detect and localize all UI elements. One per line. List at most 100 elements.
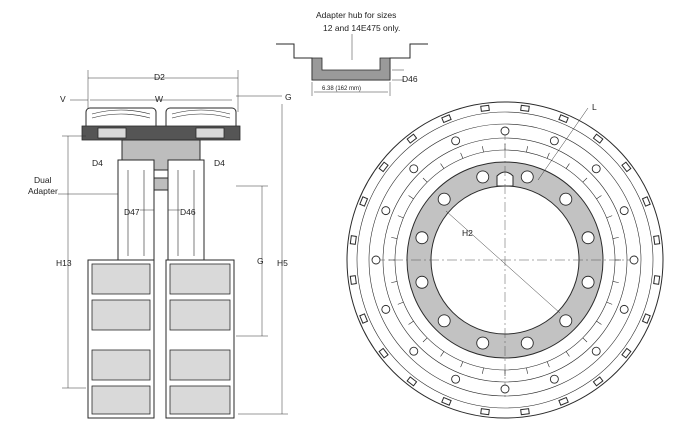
ring-tick	[546, 152, 550, 159]
rim-lug	[653, 275, 661, 285]
hub-dim-label: 6.38 (162 mm)	[322, 86, 361, 92]
ring-tick	[526, 367, 528, 374]
l-leader	[537, 107, 589, 181]
rim-inner-edge	[356, 111, 654, 409]
ring-tick	[440, 351, 445, 357]
dual-label-line2: Adapter	[28, 186, 58, 196]
ring-tick	[391, 281, 398, 283]
ring-tick	[422, 337, 428, 343]
rim-lug	[359, 196, 369, 207]
outer-bolt-hole	[500, 126, 510, 136]
rim-lug	[349, 235, 357, 245]
left-band-3	[91, 349, 151, 381]
hub-bolt-hole	[415, 275, 429, 289]
adapter-key	[153, 169, 169, 179]
d46-label: D46	[180, 207, 196, 217]
outer-bolt-hole	[629, 255, 639, 265]
right-band-3	[169, 349, 231, 381]
ring-tick	[460, 152, 464, 159]
rim-lug	[406, 376, 418, 387]
adapter-hub-detail: Adapter hub for sizes 12 and 14E475 only…	[276, 10, 428, 96]
ring-tick	[460, 361, 464, 368]
ring-tick	[546, 361, 550, 368]
ring-tick	[582, 337, 588, 343]
ring-tick	[606, 301, 613, 305]
ring-tick	[397, 215, 404, 219]
ring-tick	[482, 367, 484, 374]
outer-bolt-hole	[619, 206, 629, 216]
ring-tick	[596, 195, 602, 200]
left-band-4	[91, 385, 151, 415]
outer-bolt-hole	[451, 374, 461, 384]
hub-bolt-hole	[437, 314, 451, 328]
ring-tick	[440, 163, 445, 169]
hub-bolt-hole	[520, 170, 534, 184]
ring-tick	[565, 163, 570, 169]
right-band-2	[169, 299, 231, 331]
d47-label: D47	[124, 207, 140, 217]
h5-label: H5	[277, 258, 288, 268]
right-tube-waves	[171, 109, 231, 119]
outer-bolt-hole	[619, 304, 629, 314]
g-top-label: G	[285, 92, 292, 102]
ring-tick	[612, 237, 619, 239]
outer-bolt-hole	[451, 136, 461, 146]
left-drum	[87, 259, 155, 419]
front-view: H2 L	[346, 101, 664, 419]
ring-tick	[606, 215, 613, 219]
rim-lug	[441, 114, 452, 124]
rim-lug	[378, 347, 389, 359]
right-clamp-block	[195, 127, 225, 139]
ring-tick	[391, 237, 398, 239]
rim-lug	[349, 275, 357, 285]
right-drum	[165, 259, 235, 419]
left-shaft-bore	[127, 170, 145, 256]
rim-lug	[558, 396, 569, 406]
rim-lug	[441, 396, 452, 406]
outer-bolt-hole	[549, 136, 559, 146]
g-label: G	[257, 256, 264, 266]
hub-bolt-hole	[476, 336, 490, 350]
d46-top-label: D46	[402, 74, 418, 84]
dual-label-line1: Dual	[34, 175, 52, 185]
rim-lug	[621, 347, 632, 359]
ring-tick	[582, 177, 588, 183]
outer-bolt-hole	[409, 164, 419, 174]
ring-tick	[422, 177, 428, 183]
outer-bolt-hole	[549, 374, 559, 384]
right-shaft-bore	[177, 170, 195, 256]
ring-tick	[482, 146, 484, 153]
outer-rim	[346, 101, 664, 419]
right-band-4	[169, 385, 231, 415]
rim-lug	[406, 133, 418, 144]
rim-lug	[621, 161, 632, 173]
ring-tick	[408, 320, 414, 325]
rim-lug	[592, 133, 604, 144]
rim-lug	[378, 161, 389, 173]
outer-bolt-hole	[591, 346, 601, 356]
adapter-note-line2: 12 and 14E475 only.	[323, 23, 400, 33]
ring-tick	[612, 281, 619, 283]
side-section-view: D2 W V G Dual Adapter D4 D4 D47 D46	[28, 70, 292, 419]
outer-bolt-hole	[381, 304, 391, 314]
rim-lug	[520, 408, 530, 416]
outer-bolt-hole	[591, 164, 601, 174]
l-label: L	[592, 102, 597, 112]
ring-tick	[565, 351, 570, 357]
hub-bolt-hole	[520, 336, 534, 350]
left-band-2	[91, 299, 151, 331]
outer-bolt-hole	[371, 255, 381, 265]
left-tube-waves	[91, 109, 151, 119]
hub-bolt-hole	[559, 314, 573, 328]
hub-bolt-hole	[581, 231, 595, 245]
outer-bolt-hole	[381, 206, 391, 216]
h2-dim-line	[445, 210, 561, 314]
hub-bolt-hole	[559, 192, 573, 206]
w-label: W	[155, 94, 163, 104]
h13-label: H13	[56, 258, 72, 268]
d4-left-label: D4	[92, 158, 103, 168]
rim-lug	[641, 313, 651, 324]
rim-lug	[653, 235, 661, 245]
rim-lug	[520, 104, 530, 112]
